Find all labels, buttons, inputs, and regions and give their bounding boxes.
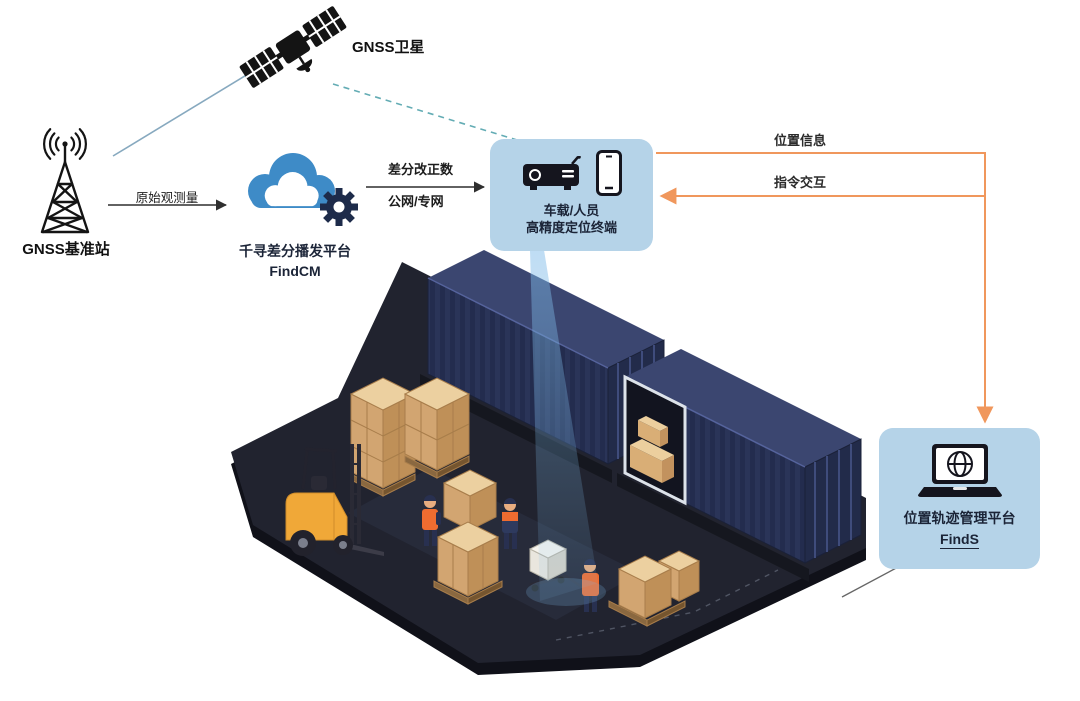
cloud-platform-name: 千寻差分播发平台: [239, 243, 351, 259]
gear-icon: [320, 188, 358, 226]
management-platform-product: FindS: [940, 531, 979, 549]
edge-label-raw-observation: 原始观测量: [135, 191, 199, 205]
warehouse-scene-illustration: [231, 250, 866, 675]
forklift: [285, 444, 384, 556]
positioning-receiver-icon: [522, 156, 581, 190]
gnss-satellite-icon: [239, 6, 347, 88]
satellite-to-terminal-link: [332, 83, 518, 141]
connector-lines: [108, 67, 994, 598]
base-station-label: GNSS基准站: [22, 241, 110, 258]
signal-waves-icon: [43, 128, 87, 160]
pallet-bottom-right: [608, 550, 701, 627]
edge-label-command-interaction: 指令交互: [773, 175, 826, 190]
position-info-arrow: [656, 152, 994, 424]
edge-label-correction-1: 差分改正数: [388, 162, 454, 177]
management-platform-label: 位置轨迹管理平台 FindS: [904, 508, 1016, 550]
terminal-icons: [522, 150, 622, 196]
satellite-to-base-link: [112, 67, 259, 157]
smartphone-icon: [595, 150, 622, 196]
satellite-label: GNSS卫星: [352, 39, 425, 56]
radio-tower-icon: [40, 128, 90, 234]
worker-2: [502, 498, 518, 549]
worker-1: [422, 495, 441, 546]
edge-label-correction-2: 公网/专网: [388, 194, 444, 209]
positioning-beam: [530, 250, 598, 601]
pallet-stack-b: [403, 377, 471, 479]
management-platform-name: 位置轨迹管理平台: [903, 510, 1016, 526]
cloud-platform-label: 千寻差分播发平台 FindCM: [216, 241, 374, 281]
single-box: [442, 469, 498, 531]
terminal-label: 车载/人员 高精度定位终端: [526, 202, 617, 236]
terminal-node-panel: 车载/人员 高精度定位终端: [490, 139, 653, 251]
terminal-label-line2: 高精度定位终端: [525, 220, 617, 235]
laptop-globe-icon: [917, 444, 1002, 497]
box-on-pallet: [433, 521, 503, 605]
management-platform-panel: 位置轨迹管理平台 FindS: [879, 428, 1040, 569]
globe-icon: [946, 451, 973, 477]
cloud-platform-product: FindCM: [269, 263, 321, 279]
cloud-icon: [248, 153, 335, 208]
edge-label-position-info: 位置信息: [773, 133, 826, 148]
terminal-label-line1: 车载/人员: [543, 203, 600, 218]
container-2: [623, 349, 862, 564]
platform-callout-line: [841, 565, 901, 598]
